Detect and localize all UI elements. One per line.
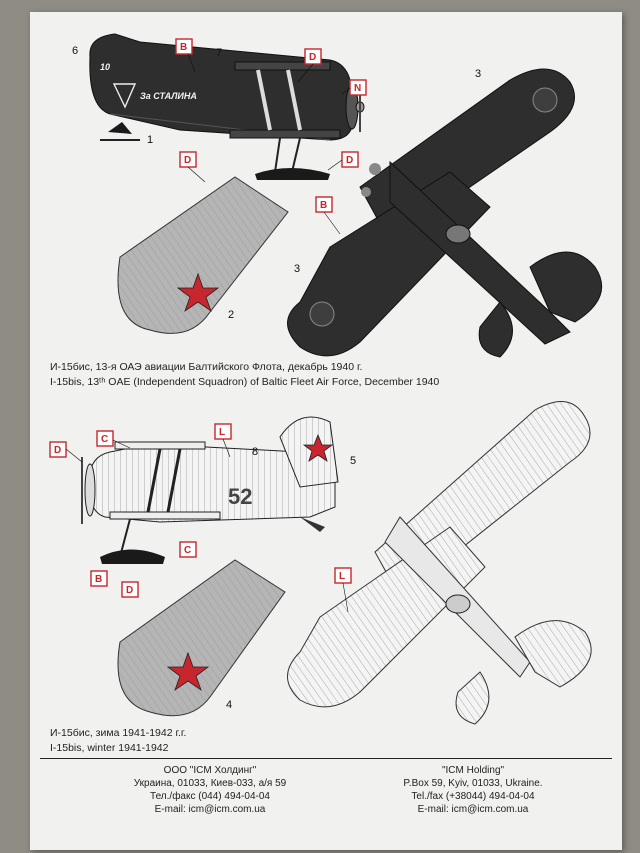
- callout-d: D: [309, 52, 316, 63]
- callout-n: N: [354, 83, 361, 94]
- callout-4: 4: [226, 699, 232, 711]
- callout-d-ski2: D: [126, 585, 133, 596]
- aircraft2-side-number: 52: [228, 484, 252, 509]
- footer-divider: [40, 758, 612, 759]
- callout-6: 6: [72, 45, 78, 57]
- aircraft1-wing-underside: [117, 176, 289, 334]
- callout-7: 7: [216, 47, 222, 59]
- callout-l-top: L: [339, 571, 345, 582]
- callout-3-lower: 3: [294, 263, 300, 275]
- callout-b: B: [180, 42, 187, 53]
- caption-scheme-1-en: I-15bis, 13ᵗʰ OAE (Independent Squadron)…: [50, 376, 440, 388]
- callout-d-prop: D: [54, 445, 61, 456]
- aircraft1-callouts: B D N D D B 6 7 1 3 3 2: [72, 38, 481, 321]
- aircraft1-tail-code: 10: [100, 62, 110, 72]
- aircraft2-side-view: 52: [81, 416, 339, 564]
- callout-l: L: [219, 427, 225, 438]
- aircraft2-callouts: D C L C B D L 8 5 4: [49, 423, 356, 711]
- footer-ru-company: ООО "ICM Холдинг": [163, 765, 257, 776]
- footer-en-company: "ICM Holding": [441, 765, 505, 776]
- footer-ru-address: Украина, 01033, Киев-033, а/я 59: [133, 778, 287, 789]
- aircraft1-side-view: За СТАЛИНА 10: [89, 33, 365, 180]
- callout-1: 1: [147, 134, 153, 146]
- painting-scheme-artwork: За СТАЛИНА 10 B D N: [49, 33, 603, 725]
- callout-d-ski: D: [346, 155, 353, 166]
- footer-en-phone: Tel./fax (+38044) 494-04-04: [411, 791, 535, 802]
- footer-ru-email: E-mail: icm@icm.com.ua: [154, 804, 266, 815]
- caption-scheme-2-ru: И-15бис, зима 1941-1942 г.г.: [50, 727, 187, 739]
- callout-c: C: [101, 434, 108, 445]
- aircraft1-top-view: [287, 68, 603, 358]
- aircraft2-red-star: [166, 651, 210, 692]
- aircraft1-slogan: За СТАЛИНА: [140, 91, 197, 101]
- aircraft2-top-view: [287, 401, 592, 725]
- callout-8: 8: [252, 446, 258, 458]
- footer-contact-en: "ICM Holding" P.Box 59, Kyiv, 01033, Ukr…: [348, 764, 598, 816]
- caption-scheme-1: И-15бис, 13-я ОАЭ авиации Балтийского Фл…: [50, 360, 439, 390]
- aircraft1-red-star: [176, 272, 220, 313]
- callout-2: 2: [228, 309, 234, 321]
- callout-b-ski: B: [95, 574, 102, 585]
- footer-en-address: P.Box 59, Kyiv, 01033, Ukraine.: [403, 778, 543, 789]
- aircraft2-wing-underside: [117, 559, 286, 717]
- footer-ru-phone: Тел./факс (044) 494-04-04: [150, 791, 270, 802]
- callout-c-wing: C: [184, 545, 191, 556]
- callout-5: 5: [350, 455, 356, 467]
- callout-3: 3: [475, 68, 481, 80]
- footer-contact-ru: ООО "ICM Холдинг" Украина, 01033, Киев-0…: [85, 764, 335, 816]
- instruction-sheet: За СТАЛИНА 10 B D N: [30, 12, 622, 850]
- callout-b-top: B: [320, 200, 327, 211]
- callout-d-wing: D: [184, 155, 191, 166]
- footer-en-email: E-mail: icm@icm.com.ua: [417, 804, 529, 815]
- aircraft2-tail-star: [302, 433, 334, 462]
- caption-scheme-2-en: I-15bis, winter 1941-1942: [50, 742, 169, 754]
- caption-scheme-2: И-15бис, зима 1941-1942 г.г. I-15bis, wi…: [50, 726, 186, 756]
- caption-scheme-1-ru: И-15бис, 13-я ОАЭ авиации Балтийского Фл…: [50, 361, 363, 373]
